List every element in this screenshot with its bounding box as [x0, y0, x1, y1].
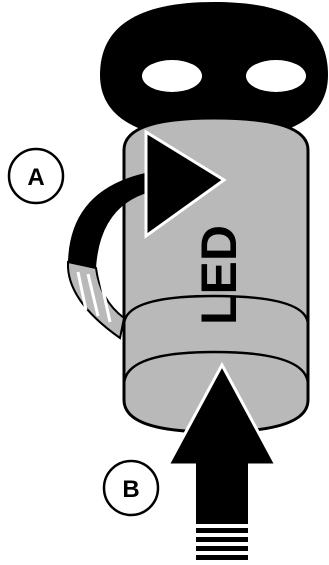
arrow-tail-stripes [196, 520, 248, 560]
flange-hole-left [142, 60, 202, 92]
flange-hole-right [246, 60, 306, 92]
callout-a-label: A [27, 164, 44, 191]
led-label: LED [191, 225, 247, 325]
callout-b-label: B [122, 476, 139, 503]
callout-b: B [104, 461, 158, 515]
callout-a: A [9, 149, 63, 203]
